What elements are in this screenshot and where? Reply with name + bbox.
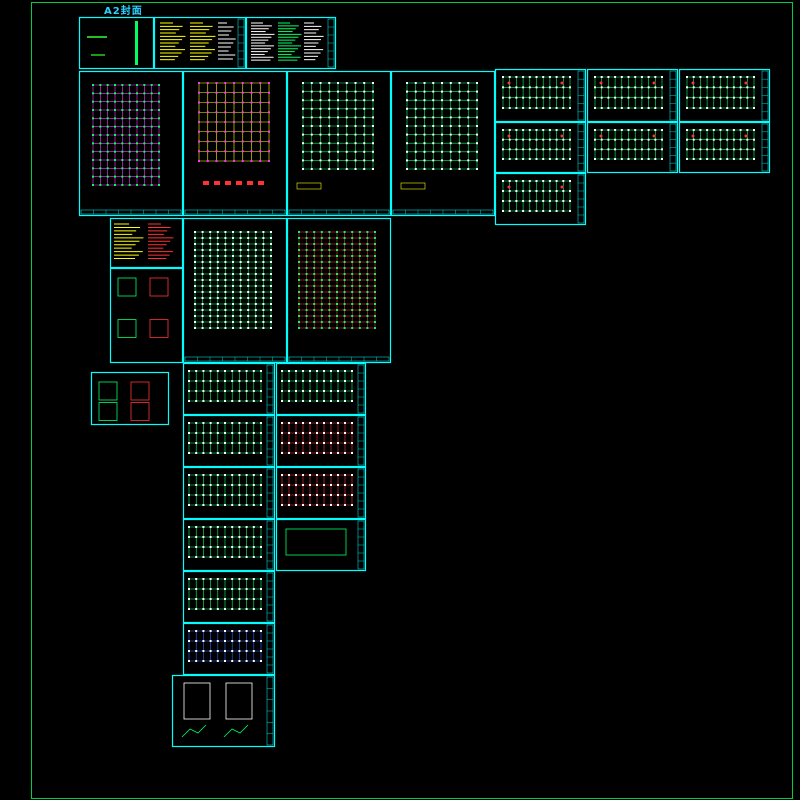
- sheet-strip-a3[interactable]: [182, 466, 276, 520]
- sheet-detail-r2[interactable]: [586, 68, 679, 123]
- sheet-detail-r7[interactable]: [494, 172, 587, 226]
- sheet-strip-b2[interactable]: [275, 414, 367, 468]
- drawing-set-title: A2封面: [104, 6, 143, 17]
- sheet-detail-r3[interactable]: [678, 68, 771, 123]
- sheet-table-sheet[interactable]: [109, 217, 184, 269]
- sheet-section-details[interactable]: [109, 267, 184, 364]
- sheet-stair-details[interactable]: [171, 674, 276, 748]
- sheet-notes-1[interactable]: [153, 16, 247, 70]
- sheet-notes-2[interactable]: [245, 16, 337, 70]
- sheet-floor-plan-b[interactable]: [286, 217, 392, 364]
- sheet-foundation-plan[interactable]: [182, 70, 288, 217]
- sheet-strip-a1[interactable]: [182, 362, 276, 416]
- sheet-strip-a4[interactable]: [182, 518, 276, 572]
- sheet-detail-r1[interactable]: [494, 68, 587, 123]
- sheet-strip-b3[interactable]: [275, 466, 367, 520]
- sheet-strip-a5[interactable]: [182, 570, 276, 624]
- sheet-detail-r5[interactable]: [586, 121, 679, 174]
- sheet-cover[interactable]: [78, 16, 155, 70]
- sheet-strip-b4[interactable]: [275, 518, 367, 572]
- sheet-strip-a6[interactable]: [182, 622, 276, 676]
- outer-border: [31, 2, 793, 799]
- sheet-detail-r6[interactable]: [678, 121, 771, 174]
- sheet-pile-plan[interactable]: [78, 70, 184, 217]
- sheet-strip-a2[interactable]: [182, 414, 276, 468]
- sheet-small-details[interactable]: [90, 371, 170, 426]
- sheet-floor-plan-a[interactable]: [182, 217, 288, 364]
- sheet-strip-b1[interactable]: [275, 362, 367, 416]
- sheet-beam-plan[interactable]: [390, 70, 496, 217]
- sheet-column-plan[interactable]: [286, 70, 392, 217]
- sheet-detail-r4[interactable]: [494, 121, 587, 174]
